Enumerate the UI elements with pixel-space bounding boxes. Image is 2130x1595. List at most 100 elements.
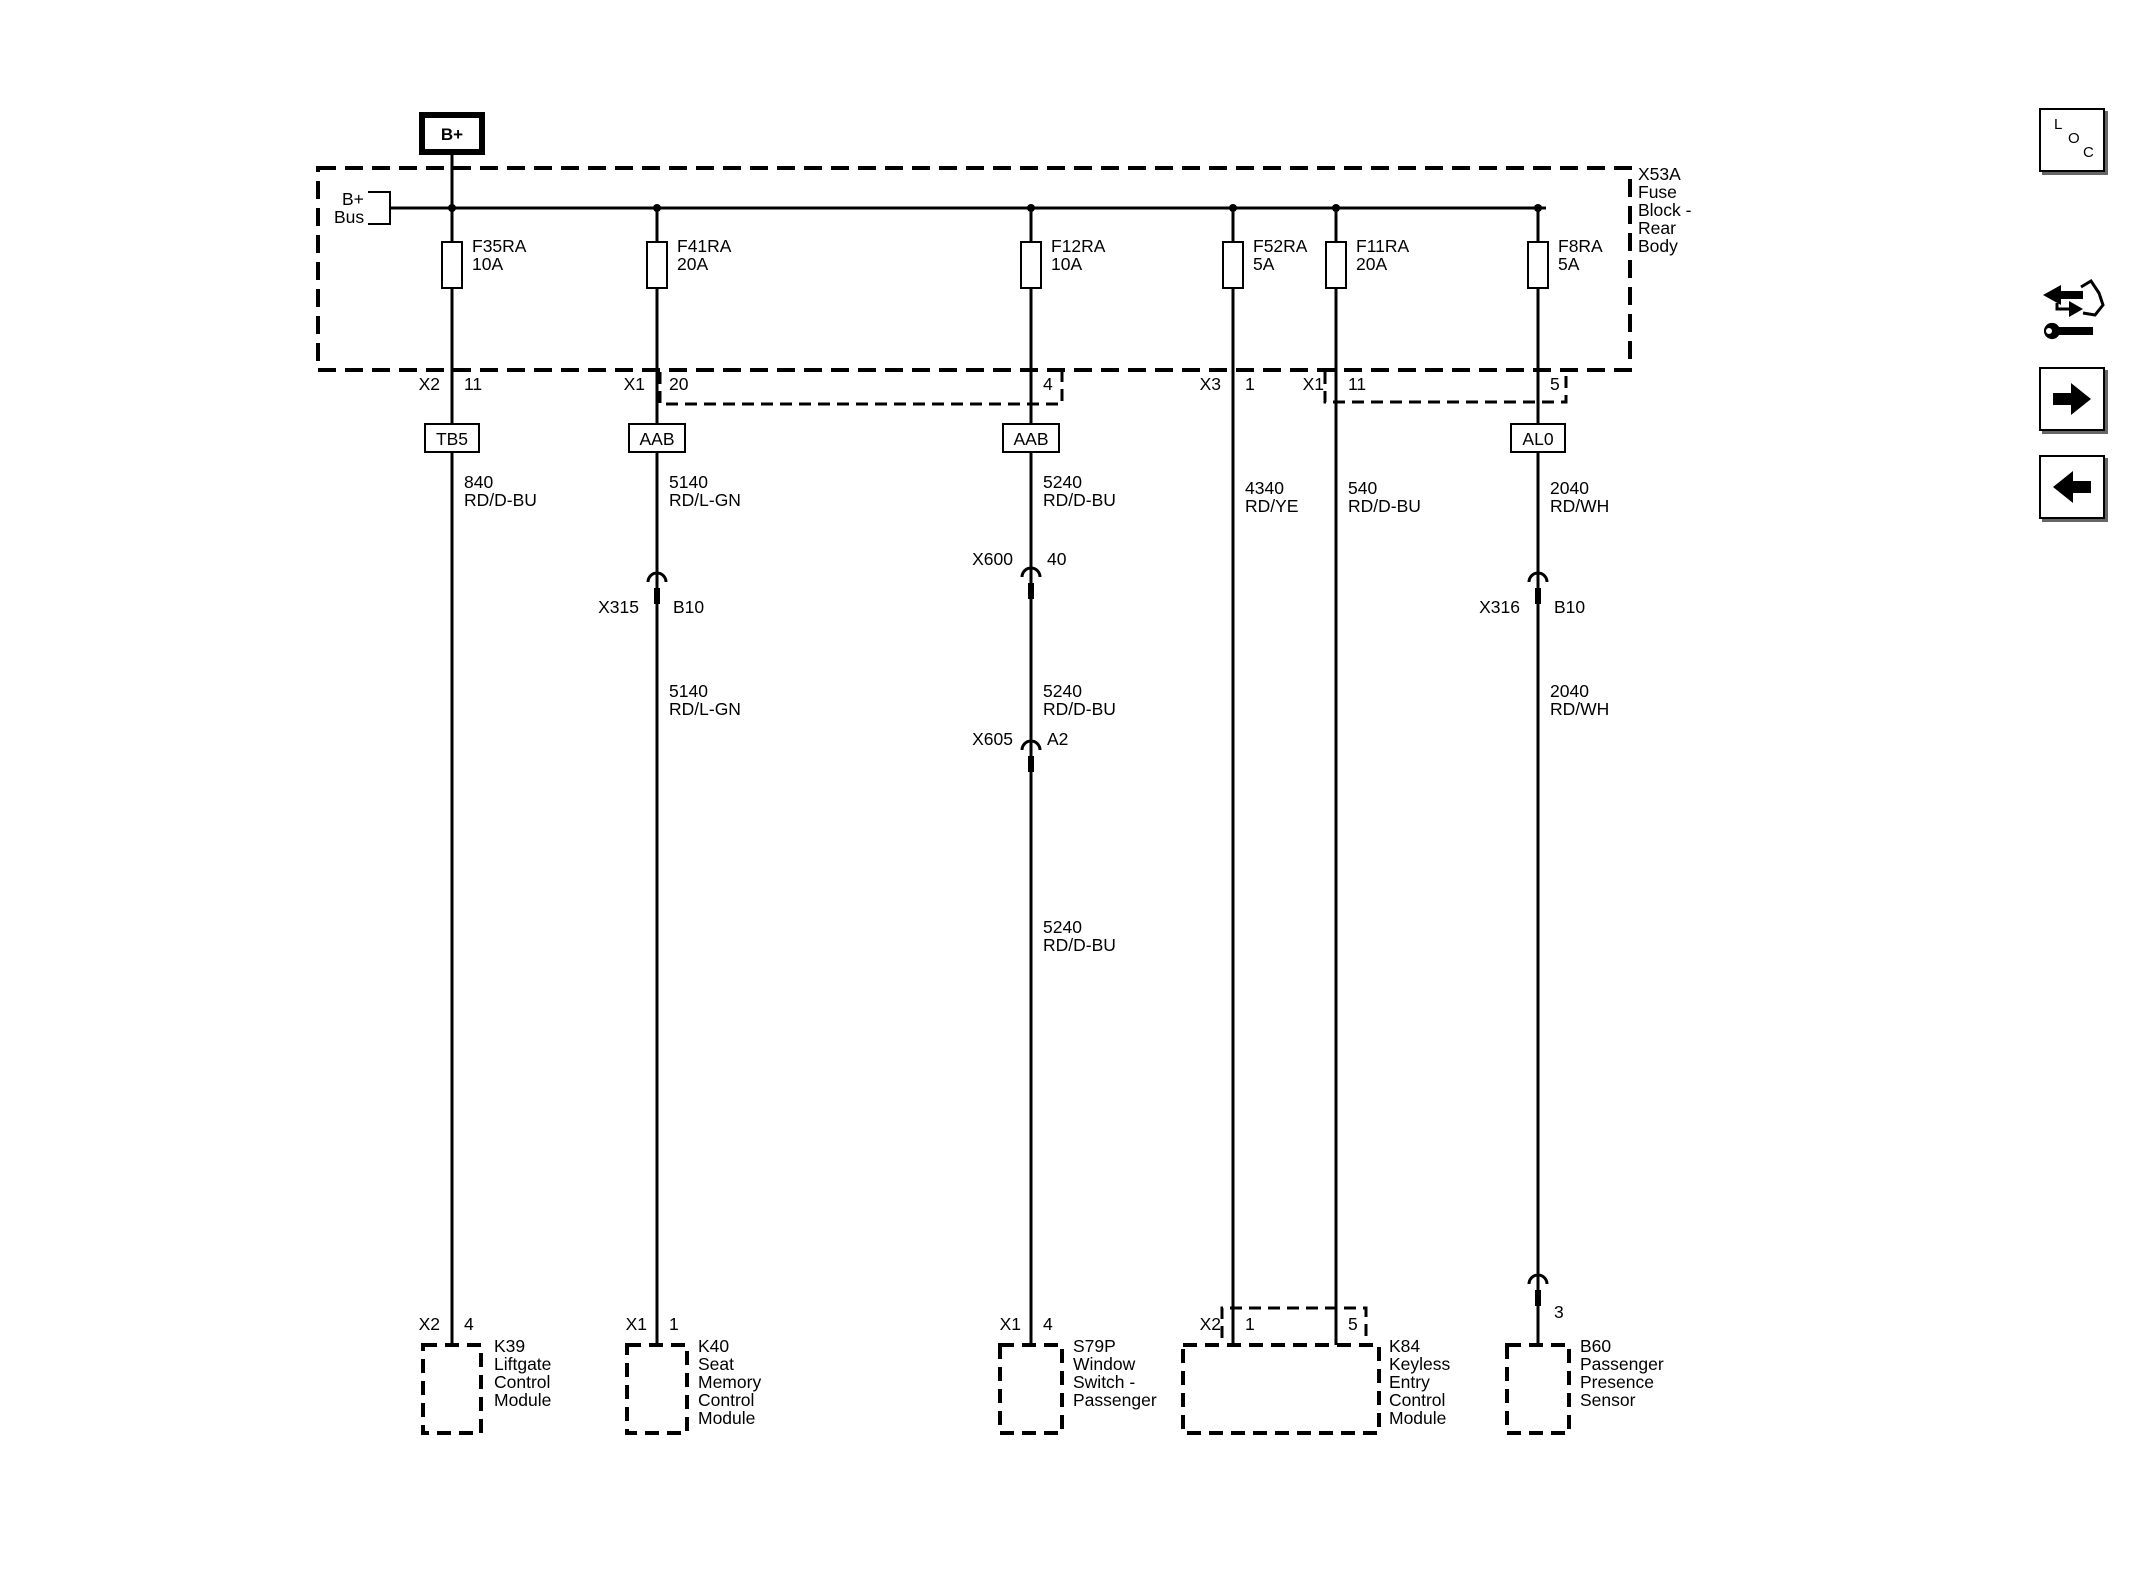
loc-letter: O bbox=[2068, 130, 2080, 147]
connector-id: X2 bbox=[419, 1314, 440, 1334]
fuse-id: F52RA bbox=[1253, 236, 1308, 256]
connector-pin: 3 bbox=[1554, 1302, 1564, 1322]
module-name-line: Keyless bbox=[1389, 1354, 1451, 1374]
diagnostic-info-button[interactable] bbox=[2039, 275, 2105, 347]
bus-junction-dot bbox=[1027, 204, 1035, 212]
module-name-line: Module bbox=[698, 1408, 755, 1428]
splice-box bbox=[424, 423, 480, 453]
wire-color: RD/D-BU bbox=[1043, 699, 1116, 719]
module-id: K40 bbox=[698, 1336, 729, 1356]
inline-connector-id: X605 bbox=[972, 729, 1013, 749]
splice-box bbox=[1002, 423, 1060, 453]
loc-button[interactable]: L O C bbox=[2039, 108, 2105, 172]
loc-letter: L bbox=[2054, 116, 2063, 133]
connector-pin: 5 bbox=[1550, 374, 1560, 394]
fuse-rating: 20A bbox=[677, 254, 708, 274]
connector-x1-outline bbox=[658, 372, 1064, 406]
fuse-id: F11RA bbox=[1356, 236, 1409, 256]
previous-page-button[interactable] bbox=[2039, 455, 2105, 519]
bus-junction-dot bbox=[448, 204, 456, 212]
module-name-line: Window bbox=[1073, 1354, 1136, 1374]
connector-id: X2 bbox=[419, 374, 440, 394]
inline-connector-id: X315 bbox=[598, 597, 639, 617]
fuse-symbol bbox=[441, 241, 463, 289]
fuse-symbol bbox=[1222, 241, 1244, 289]
battery-positive-label: B+ bbox=[441, 125, 463, 144]
splice-box bbox=[628, 423, 686, 453]
splice-label: AAB bbox=[1013, 429, 1048, 449]
fuse-id: F41RA bbox=[677, 236, 732, 256]
wire-number: 5140 bbox=[669, 472, 708, 492]
fuse-rating: 10A bbox=[1051, 254, 1082, 274]
module-name-line: Passenger bbox=[1073, 1390, 1157, 1410]
wire-color: RD/D-BU bbox=[1043, 935, 1116, 955]
inline-connector-pin bbox=[1535, 588, 1541, 604]
fuse-symbol bbox=[1325, 241, 1347, 289]
bus-junction-dot bbox=[653, 204, 661, 212]
fuse-block-name-line: Rear bbox=[1638, 218, 1676, 238]
connector-pin: 20 bbox=[669, 374, 689, 394]
inline-connector-pin: 40 bbox=[1047, 549, 1067, 569]
module-outline bbox=[421, 1343, 483, 1435]
connector-id: X1 bbox=[626, 1314, 647, 1334]
connector-pin: 4 bbox=[464, 1314, 474, 1334]
wire-color: RD/L-GN bbox=[669, 490, 741, 510]
fuse-rating: 20A bbox=[1356, 254, 1387, 274]
splice-label: AAB bbox=[639, 429, 674, 449]
module-outline bbox=[625, 1343, 689, 1435]
wire-number: 5240 bbox=[1043, 917, 1082, 937]
inline-connector-id: X600 bbox=[972, 549, 1013, 569]
wire-color: RD/D-BU bbox=[1348, 496, 1421, 516]
inline-connector-pin: B10 bbox=[1554, 597, 1585, 617]
fuse-symbol bbox=[1020, 241, 1042, 289]
inline-connector-pin bbox=[1028, 583, 1034, 599]
module-outline bbox=[998, 1343, 1064, 1435]
connector-pin: 1 bbox=[1245, 1314, 1255, 1334]
fuse-block-name: X53A Fuse Block - Rear Body bbox=[1638, 164, 1692, 256]
fuse-block-outline bbox=[316, 166, 1632, 372]
bus-junction-dot bbox=[1332, 204, 1340, 212]
inline-connector-pin: A2 bbox=[1047, 729, 1068, 749]
wire-number: 540 bbox=[1348, 478, 1377, 498]
connector-pin: 4 bbox=[1043, 374, 1053, 394]
previous-page-arrow-icon bbox=[2053, 471, 2091, 503]
connector-pin: 4 bbox=[1043, 1314, 1053, 1334]
connector-id: X1 bbox=[1000, 1314, 1021, 1334]
wire-color: RD/WH bbox=[1550, 699, 1609, 719]
wire-color: RD/WH bbox=[1550, 496, 1609, 516]
wire-color: RD/YE bbox=[1245, 496, 1298, 516]
wire-color: RD/D-BU bbox=[464, 490, 537, 510]
fuse-block-id: X53A bbox=[1638, 164, 1681, 184]
bus-label: B+ bbox=[342, 189, 364, 209]
battery-positive-source: B+ bbox=[419, 112, 485, 155]
module-name-line: Entry bbox=[1389, 1372, 1430, 1392]
module-name-line: Seat bbox=[698, 1354, 734, 1374]
module-outline bbox=[1181, 1343, 1381, 1435]
inline-connector-socket bbox=[1020, 566, 1042, 578]
next-page-button[interactable] bbox=[2039, 367, 2105, 431]
wire-number: 5140 bbox=[669, 681, 708, 701]
wire-number: 4340 bbox=[1245, 478, 1284, 498]
inline-connector-id: X316 bbox=[1479, 597, 1520, 617]
fuse-block-name-line: Body bbox=[1638, 236, 1678, 256]
fuse-id: F12RA bbox=[1051, 236, 1106, 256]
connector-x1-outline bbox=[1323, 372, 1568, 404]
inline-connector-pin bbox=[654, 588, 660, 604]
module-name-line: Module bbox=[1389, 1408, 1446, 1428]
fuse-id: F35RA bbox=[472, 236, 527, 256]
inline-connector-pin bbox=[1535, 1290, 1541, 1306]
inline-connector-pin bbox=[1028, 756, 1034, 772]
module-id: B60 bbox=[1580, 1336, 1611, 1356]
wire-color: RD/D-BU bbox=[1043, 490, 1116, 510]
fuse-block-name-line: Block - bbox=[1638, 200, 1692, 220]
wire-number: 2040 bbox=[1550, 478, 1589, 498]
module-name-line: Switch - bbox=[1073, 1372, 1135, 1392]
module-id: K84 bbox=[1389, 1336, 1420, 1356]
module-name-line: Module bbox=[494, 1390, 551, 1410]
module-name-line: Liftgate bbox=[494, 1354, 551, 1374]
connector-pin: 5 bbox=[1348, 1314, 1358, 1334]
module-id: K39 bbox=[494, 1336, 525, 1356]
connector-pin: 1 bbox=[1245, 374, 1255, 394]
connector-pin: 11 bbox=[1348, 374, 1366, 394]
connector-id: X3 bbox=[1200, 374, 1221, 394]
